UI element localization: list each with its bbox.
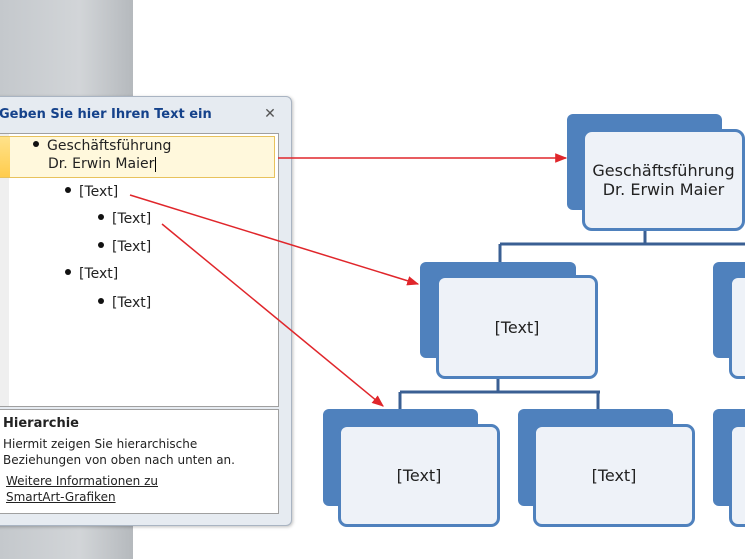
bottom-right-shape[interactable]: [Text] — [533, 424, 695, 527]
list-item-text: [Text] — [112, 211, 152, 227]
mid-right-shape[interactable] — [729, 275, 745, 379]
bottom-left-shape-label: [Text] — [396, 466, 442, 485]
list-item-text: Dr. Erwin Maier — [48, 156, 155, 172]
bullet-icon — [98, 298, 104, 304]
bottom-left-shape[interactable]: [Text] — [338, 424, 500, 527]
close-icon[interactable]: ✕ — [264, 106, 276, 122]
list-item[interactable]: [Text] — [98, 239, 151, 255]
bullet-icon — [65, 187, 71, 193]
bottom-right-shape-label: [Text] — [591, 466, 637, 485]
list-item[interactable]: [Text] — [65, 266, 118, 282]
bullet-icon — [98, 242, 104, 248]
more-info-link[interactable]: Weitere Informationen zu SmartArt-Grafik… — [6, 474, 159, 504]
mid-shape-label: [Text] — [494, 317, 540, 337]
bullet-icon — [98, 214, 104, 220]
bullet-icon — [33, 141, 39, 147]
text-list: Geschäftsführung Dr. Erwin Maier [Text] … — [0, 133, 279, 407]
top-shape-line1: Geschäftsführung — [592, 161, 735, 180]
list-item-text: [Text] — [112, 239, 152, 255]
layout-name: Hierarchie — [3, 416, 79, 431]
bullet-icon — [65, 269, 71, 275]
layout-info-panel: Hierarchie Hiermit zeigen Sie hierarchis… — [0, 409, 279, 514]
list-item-text: [Text] — [79, 184, 119, 200]
list-item-text: Geschäftsführung — [47, 138, 172, 154]
layout-description: Hiermit zeigen Sie hierarchische Beziehu… — [3, 437, 235, 467]
list-item-text: [Text] — [112, 295, 152, 311]
list-item[interactable]: [Text] — [98, 211, 151, 227]
selection-marker — [0, 137, 10, 177]
list-item[interactable]: Geschäftsführung — [33, 138, 171, 154]
list-item[interactable]: [Text] — [98, 295, 151, 311]
text-cursor — [155, 156, 157, 172]
bottom-far-right-shape[interactable] — [729, 424, 745, 527]
smartart-text-pane: Geben Sie hier Ihren Text ein ✕ Geschäft… — [0, 96, 292, 526]
list-item-text: [Text] — [79, 266, 119, 282]
list-gutter — [0, 134, 9, 406]
mid-shape[interactable]: [Text] — [436, 275, 598, 379]
list-item-continuation[interactable]: Dr. Erwin Maier — [48, 156, 157, 172]
list-item-selected[interactable] — [0, 136, 275, 178]
top-shape-line2: Dr. Erwin Maier — [602, 180, 725, 199]
list-item[interactable]: [Text] — [65, 184, 118, 200]
pane-title: Geben Sie hier Ihren Text ein — [0, 107, 212, 122]
top-shape[interactable]: Geschäftsführung Dr. Erwin Maier — [582, 129, 745, 231]
